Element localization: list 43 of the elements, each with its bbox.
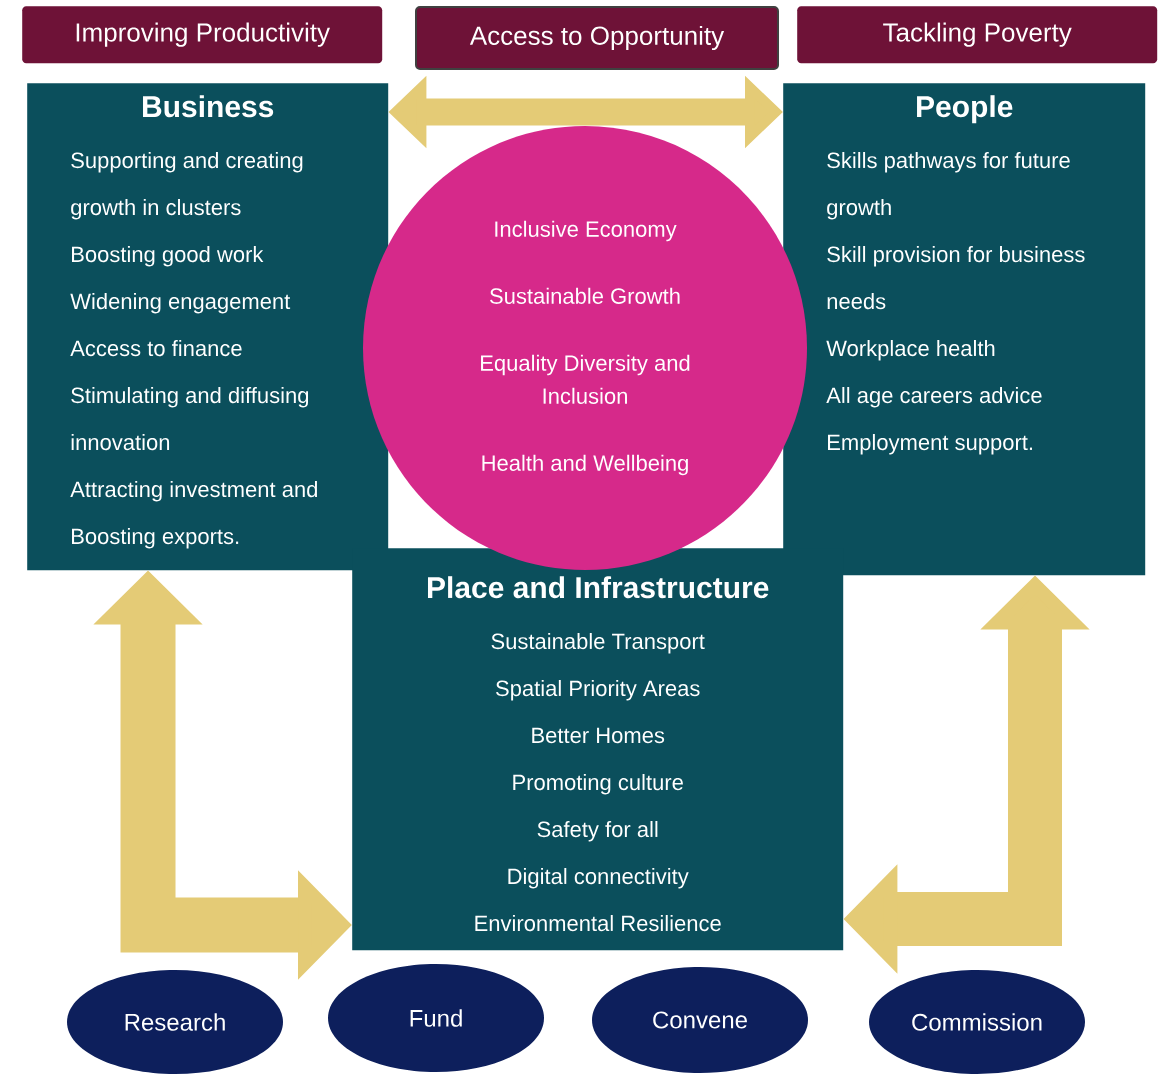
list-item: Workplace health (826, 340, 995, 361)
list-item: Access to finance (70, 340, 242, 357)
place-box (352, 548, 844, 951)
oval-label: Research (125, 1013, 225, 1031)
list-item: Spatial Priority Areas (496, 680, 700, 701)
action-oval (869, 970, 1085, 1074)
header-box (22, 6, 383, 64)
list-item: Better Homes (532, 727, 665, 744)
list-item: Stimulating and diffusing innovation (71, 387, 309, 451)
business-box (27, 83, 389, 571)
list-item: Supporting and creating growth in clusters (71, 152, 303, 220)
header-label: Access to Opportunity (469, 25, 725, 51)
list-item: Skill provision for business needs (827, 246, 1085, 310)
oval-label: Commission (912, 1013, 1042, 1031)
oval-label: Convene (653, 1011, 747, 1029)
list-item: Widening engagement (70, 293, 291, 314)
action-oval (328, 964, 544, 1072)
panel-heading: People (917, 95, 1013, 124)
list-item: Skills pathways for future growth (827, 152, 1070, 220)
header-label: Tackling Poverty (883, 22, 1072, 47)
list-item: Environmental Resilience (475, 915, 721, 932)
oval-label: Fund (410, 1009, 462, 1027)
list-item: Digital connectivity (508, 868, 689, 889)
theme-circle (363, 126, 807, 570)
list-item: All age careers advice (826, 387, 1042, 408)
circle-item: Health and Wellbeing (482, 454, 688, 476)
people-box (783, 83, 1146, 576)
list-item: Sustainable Transport (491, 633, 705, 654)
action-oval (592, 967, 808, 1073)
list-item: Promoting culture (513, 774, 683, 795)
list-item: Attracting investment and Boosting exports. (70, 481, 317, 549)
header-box (797, 6, 1158, 64)
header-box (415, 6, 779, 70)
list-item: Boosting good work (72, 246, 264, 267)
circle-item: Inclusive Economy (495, 220, 677, 242)
list-item: Employment support. (828, 434, 1033, 455)
circle-item: Sustainable Growth (490, 287, 680, 304)
panel-heading: Place and Infrastructure (428, 576, 769, 599)
circle-item: Equality Diversity and Inclusion (481, 354, 690, 404)
header-label: Improving Productivity (76, 22, 330, 47)
action-oval (67, 970, 283, 1074)
panel-heading: Business (143, 95, 274, 118)
list-item: Safety for all (537, 821, 658, 842)
